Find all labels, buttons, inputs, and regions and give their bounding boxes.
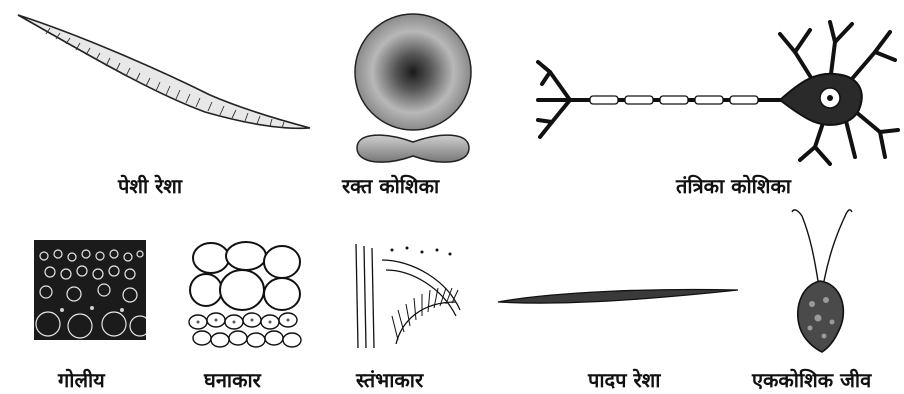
blood-cell-label: रक्त कोशिका [342,172,439,199]
spherical-label: गोलीय [58,366,105,393]
plant-fibre-figure [492,280,742,320]
muscle-fibre-label: पेशी रेशा [118,172,182,199]
muscle-fibre-figure [0,0,320,150]
nerve-cell-label: तंत्रिका कोशिका [676,172,791,199]
blood-cell-figure [345,8,485,178]
spherical-cells-figure [34,240,146,340]
plant-fibre-label: पादप रेशा [588,366,660,393]
unicellular-organism-label: एककोशिक जीव [752,366,871,393]
columnar-label: स्तंभाकार [356,366,423,393]
unicellular-organism-figure [780,206,860,356]
cuboidal-label: घनाकार [204,366,261,393]
nerve-cell-figure [530,12,904,172]
columnar-cells-figure [352,240,462,352]
cuboidal-cells-figure [186,240,306,352]
